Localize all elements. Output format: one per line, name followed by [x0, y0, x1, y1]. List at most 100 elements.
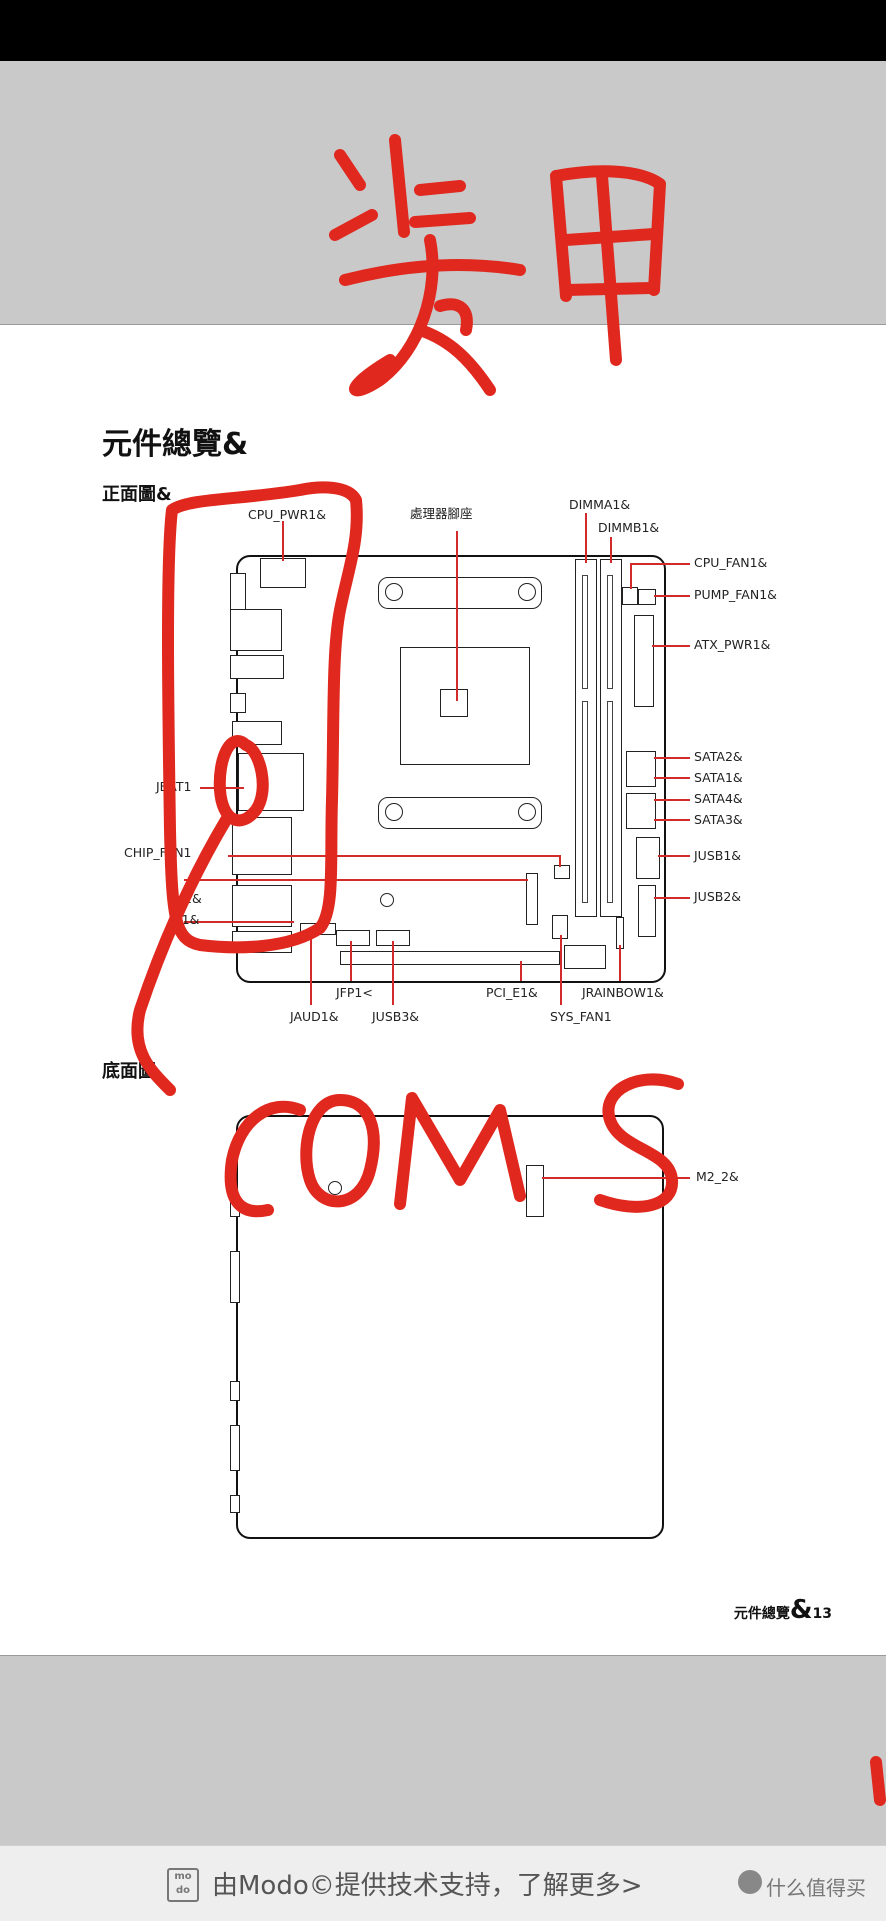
sata-ports-upper — [626, 751, 656, 787]
jusb2-connector — [638, 885, 656, 937]
leader-dimma — [585, 513, 587, 563]
pcie-latch — [564, 945, 606, 969]
m2-standoff — [380, 893, 394, 907]
bracket-screw-1 — [385, 583, 403, 601]
leader-jaud — [310, 931, 312, 1005]
label-chip-fan: CHIP_FAN1 — [124, 845, 192, 860]
leader-jrainbow — [619, 945, 621, 981]
ink-char-jia-3 — [560, 228, 660, 246]
label-cpu-fan: CPU_FAN1& — [694, 555, 768, 570]
back-io-4 — [230, 1425, 240, 1471]
ink-char-jia-4 — [560, 282, 658, 296]
watermark-bar[interactable]: mo do 由Modo©提供技术支持，了解更多> 什么值得买 — [0, 1845, 886, 1921]
bracket-screw-4 — [518, 803, 536, 821]
ink-char-zhuang-6 — [339, 259, 526, 286]
jaud-header — [300, 923, 336, 935]
jfp-header — [336, 930, 370, 946]
m2-2-slot — [526, 1165, 544, 1217]
m2-slot — [526, 873, 538, 925]
label-sata3: SATA3& — [694, 812, 743, 827]
top-black-bar — [0, 0, 886, 61]
atx-pwr-connector — [634, 615, 654, 707]
leader-cpu-pwr — [282, 521, 284, 561]
leader-sata4 — [654, 799, 690, 801]
cpu-socket-center — [440, 689, 468, 717]
manual-page: 元件總覽& 正面圖& — [0, 324, 886, 1656]
io-port-3 — [230, 655, 284, 679]
ink-char-jia-2 — [550, 165, 666, 296]
modo-support-link[interactable]: 由Modo©提供技术支持，了解更多> — [212, 1871, 643, 1901]
label-sata4: SATA4& — [694, 791, 743, 806]
back-io-1 — [230, 1199, 240, 1217]
dimm-b1-key — [607, 575, 613, 689]
io-port-7 — [232, 817, 292, 875]
label-pump-fan: PUMP_FAN1& — [694, 587, 777, 602]
cpu-pwr-connector — [260, 558, 306, 588]
jusb1-connector — [636, 837, 660, 879]
back-io-3 — [230, 1381, 240, 1401]
chip-fan-header — [554, 865, 570, 879]
leader-cpu-fan-v — [630, 563, 632, 589]
leader-chip-fan-v — [559, 855, 561, 867]
label-jbat: JBAT1 — [156, 779, 192, 794]
leader-sata1 — [654, 777, 690, 779]
label-cpu-pwr: CPU_PWR1& — [248, 507, 326, 522]
label-sata1: SATA1& — [694, 770, 743, 785]
ink-char-zhuang-4 — [414, 180, 466, 196]
leader-jfp — [350, 941, 352, 981]
modo-logo-icon: mo do — [167, 1868, 199, 1902]
ink-char-zhuang-3 — [389, 134, 410, 238]
motherboard-back — [236, 1115, 664, 1539]
leader-cpu-fan — [630, 563, 690, 565]
io-port-5 — [232, 721, 282, 745]
label-pci-partial: I1& — [178, 912, 200, 927]
label-pcie: PCI_E1& — [486, 985, 538, 1000]
ink-char-zhuang-2 — [329, 209, 378, 241]
label-jusb1: JUSB1& — [694, 848, 742, 863]
label-dimmb: DIMMB1& — [598, 520, 660, 535]
leader-sys-fan — [560, 935, 562, 1005]
io-port-1 — [230, 573, 246, 611]
ink-char-jia-1 — [550, 170, 572, 302]
ink-char-zhuang-1 — [334, 149, 366, 191]
sata-ports-lower — [626, 793, 656, 829]
cpu-fan-header — [622, 587, 638, 605]
label-jusb2: JUSB2& — [694, 889, 742, 904]
bracket-screw-3 — [385, 803, 403, 821]
label-socket: 處理器腳座 — [410, 506, 473, 521]
io-port-9 — [232, 931, 292, 953]
ink-dot — [870, 1756, 886, 1806]
leader-pci — [184, 921, 294, 923]
label-jfp: JFP1< — [336, 985, 373, 1000]
leader-sata2 — [654, 757, 690, 759]
dimm-a1-key-2 — [582, 701, 588, 903]
leader-pcie — [520, 961, 522, 981]
bracket-screw-2 — [518, 583, 536, 601]
leader-jusb1 — [658, 855, 690, 857]
label-m2-2: M2_2& — [696, 1169, 739, 1184]
dimm-a1-key — [582, 575, 588, 689]
io-port-2 — [230, 609, 282, 651]
label-jrainbow: JRAINBOW1& — [582, 985, 664, 1000]
label-jaud: JAUD1& — [290, 1009, 339, 1024]
socket-bracket-top — [378, 577, 542, 609]
leader-chip-fan — [228, 855, 560, 857]
label-sata2: SATA2& — [694, 749, 743, 764]
front-view-heading: 正面圖& — [102, 484, 172, 505]
leader-m2-2 — [542, 1177, 690, 1179]
back-view-heading: 底面圖 — [102, 1061, 156, 1082]
leader-sata3 — [654, 819, 690, 821]
leader-jusb3 — [392, 941, 394, 1005]
back-io-5 — [230, 1495, 240, 1513]
label-m2-partial: 2& — [184, 891, 202, 906]
brand-watermark: 什么值得买 — [766, 1876, 866, 1900]
ink-char-zhuang-5 — [409, 212, 476, 228]
leader-pump-fan — [654, 595, 690, 597]
io-port-6 — [238, 753, 304, 811]
leader-jbat — [200, 787, 244, 789]
page-title: 元件總覽& — [102, 427, 249, 462]
label-dimma: DIMMA1& — [569, 497, 631, 512]
page-footer: 元件總覽&13 — [733, 1595, 832, 1625]
label-atx-pwr: ATX_PWR1& — [694, 637, 771, 652]
label-jusb3: JUSB3& — [372, 1009, 420, 1024]
